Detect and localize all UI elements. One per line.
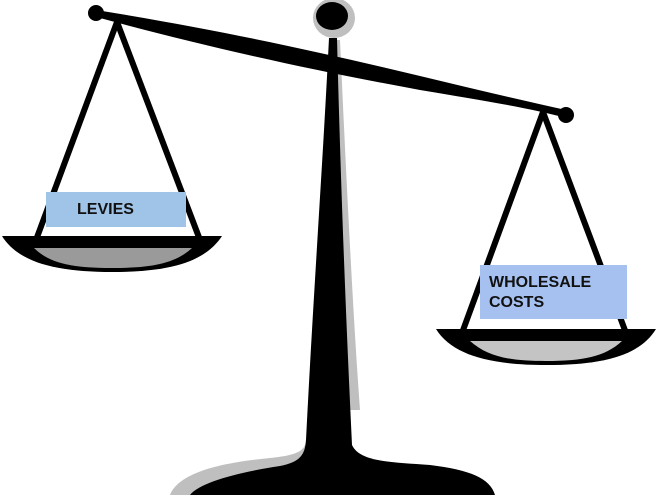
left-pan-label: LEVIES: [46, 192, 186, 227]
right-pan-fill: [470, 341, 622, 361]
top-knob: [316, 2, 348, 30]
levies-text: LEVIES: [77, 201, 134, 218]
wholesale-text: WHOLESALE: [489, 274, 592, 291]
left-string-b: [114, 20, 203, 242]
left-pan-fill: [34, 248, 192, 268]
costs-text: COSTS: [489, 294, 545, 311]
beam-end-left: [88, 5, 104, 21]
beam-end-right: [558, 107, 574, 123]
right-string-a: [459, 110, 546, 335]
scale-pillar: [190, 38, 495, 495]
right-pan-label: WHOLESALE COSTS: [480, 265, 627, 319]
scale-beam: [96, 10, 566, 118]
